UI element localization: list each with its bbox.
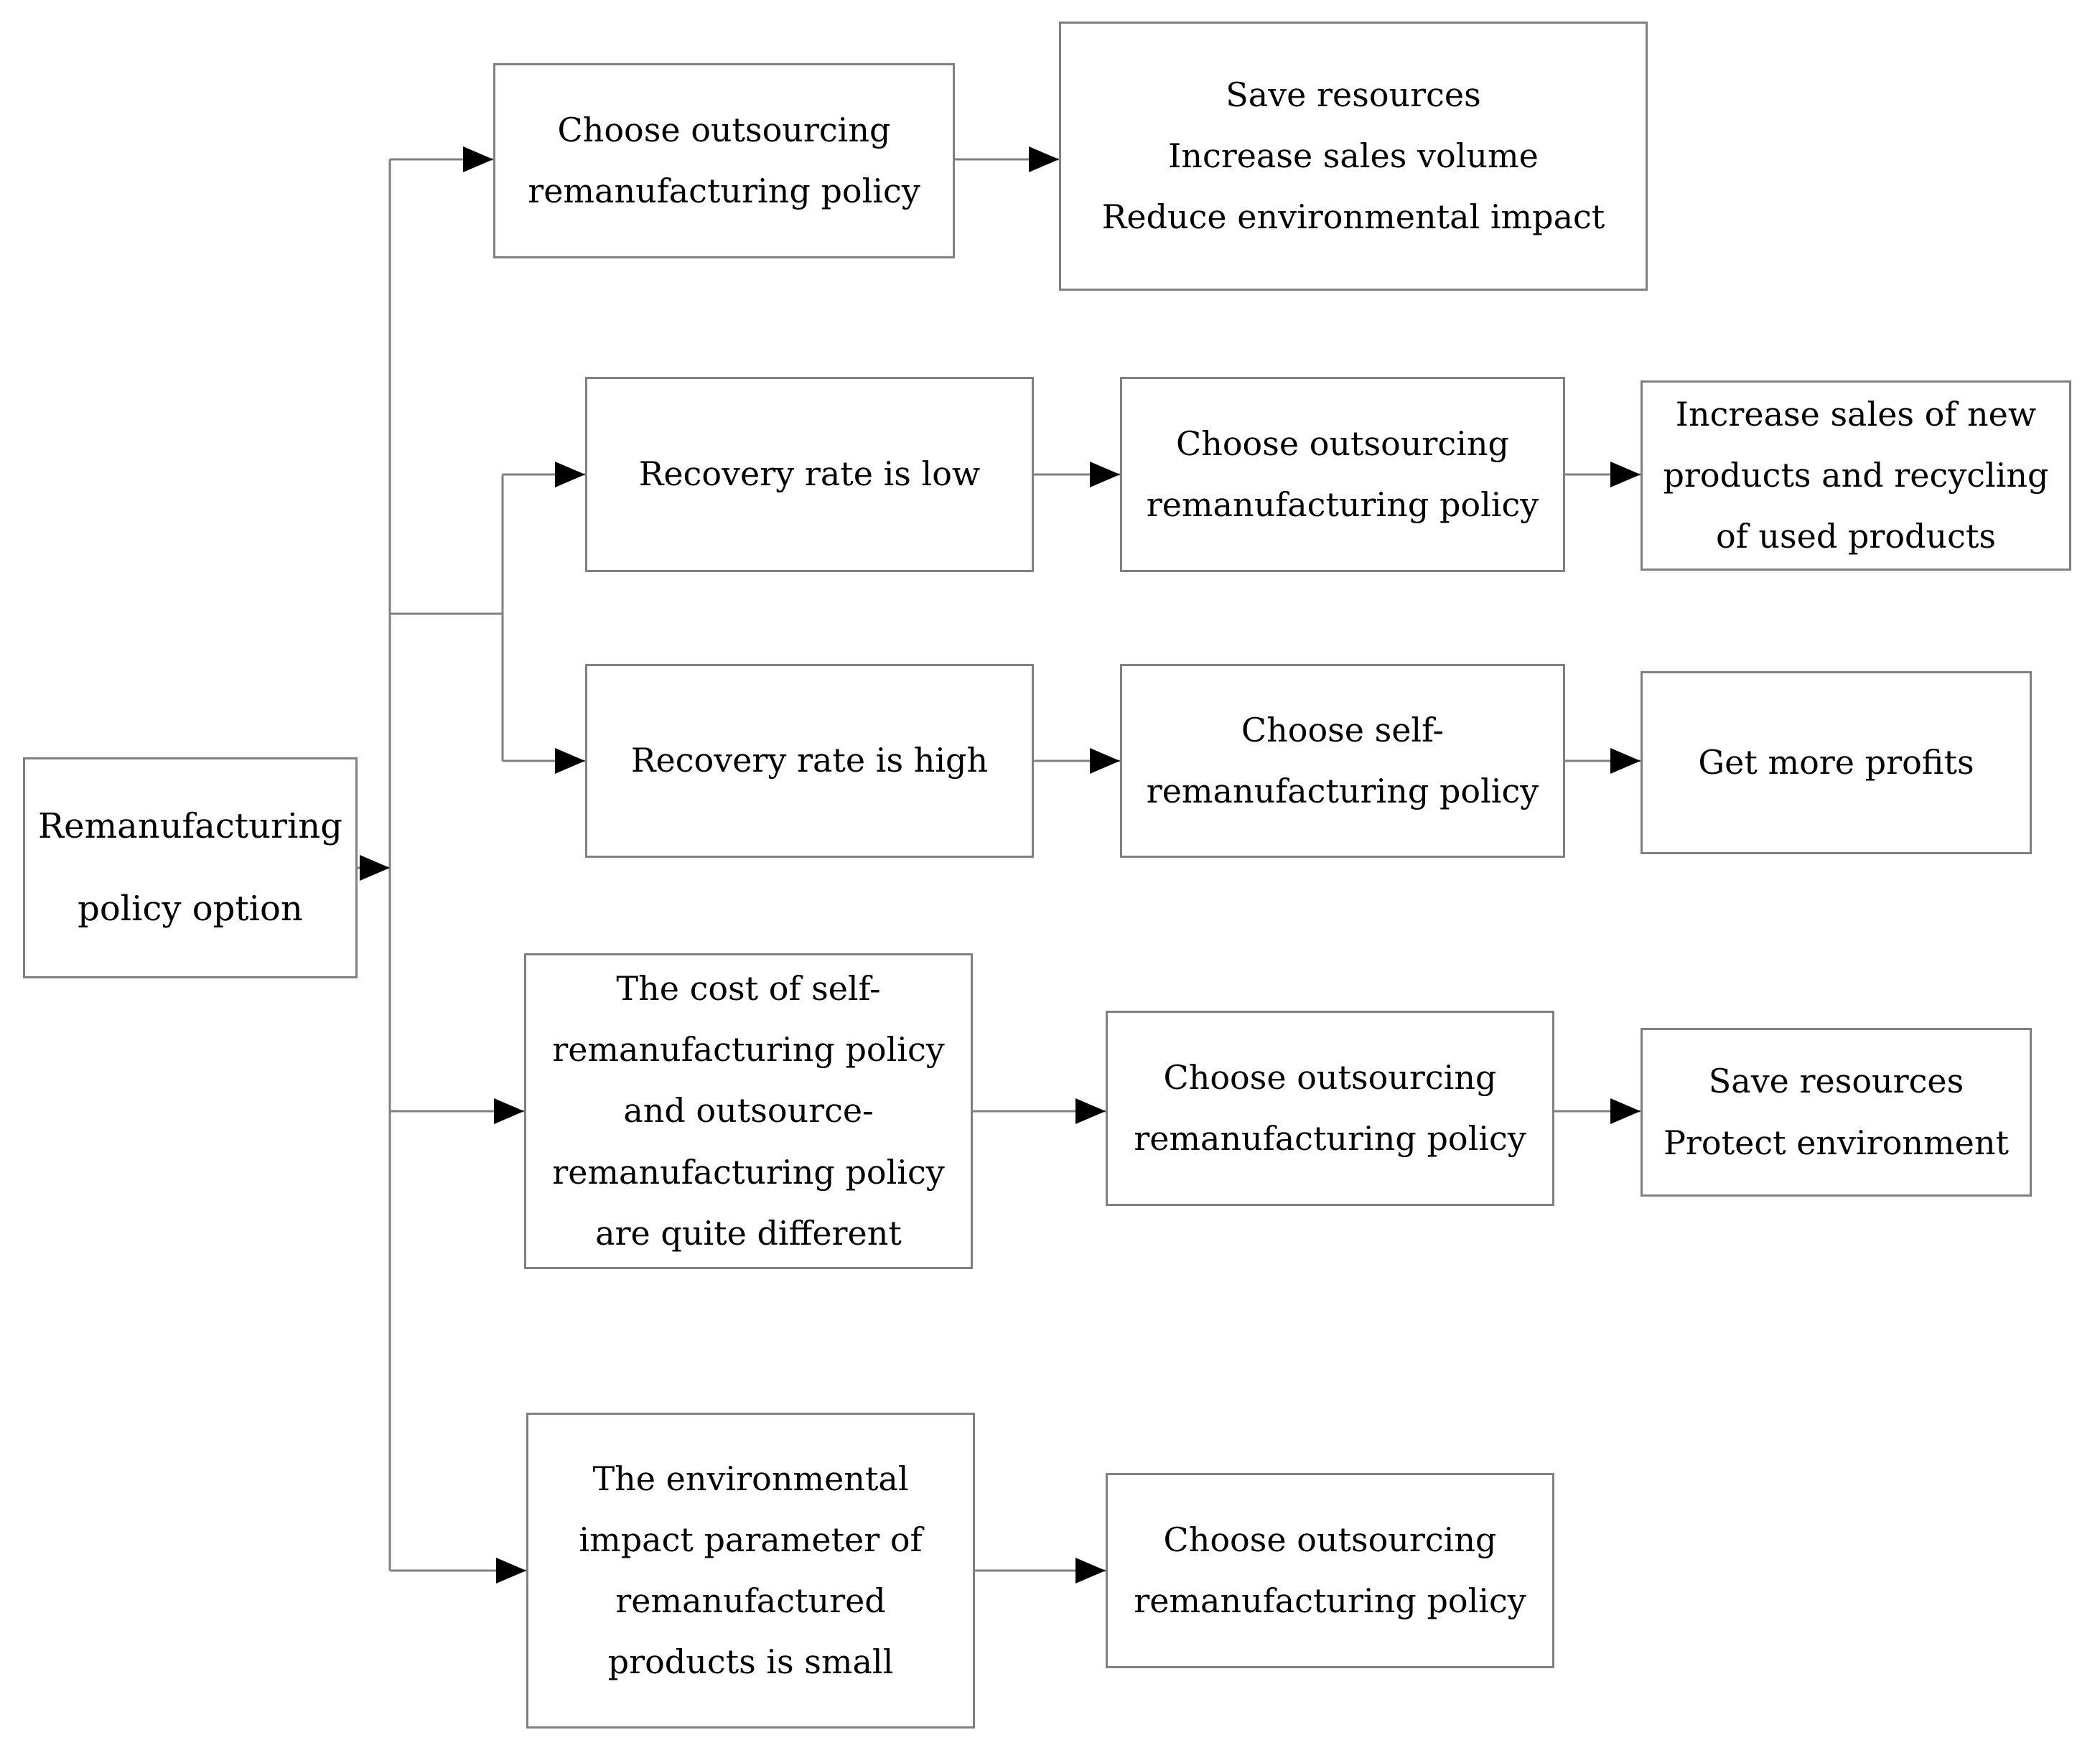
node-recovery-rate-low: Recovery rate is low [585,377,1034,572]
node-text-line: remanufactured [615,1581,886,1620]
node-outcome-save-protect: Save resources Protect environment [1641,1028,2032,1197]
node-text-line: Choose outsourcing [1176,424,1509,463]
node-text-line: The environmental [592,1459,909,1498]
node-text-line: remanufacturing policy [1146,485,1539,524]
node-choose-outsourcing-env: Choose outsourcing remanufacturing polic… [1106,1473,1554,1668]
node-text-line: Choose outsourcing [1163,1520,1497,1559]
node-cost-difference: The cost of self- remanufacturing policy… [524,953,973,1269]
node-outcome-get-more-profits: Get more profits [1641,671,2032,854]
node-text-line: Save resources [1226,75,1481,114]
node-choose-outsourcing-cost: Choose outsourcing remanufacturing polic… [1106,1011,1554,1206]
node-text-line: remanufacturing policy [1134,1581,1526,1620]
node-remanufacturing-policy-option: Remanufacturing policy option [23,757,358,978]
node-text-line: remanufacturing policy [528,172,920,210]
node-text-line: Remanufacturing [38,805,342,846]
node-text-line: policy option [78,889,303,929]
node-outcome-save-increase-reduce: Save resources Increase sales volume Red… [1059,22,1648,291]
node-text-line: Increase sales volume [1168,136,1539,175]
node-text-line: Reduce environmental impact [1101,197,1605,237]
node-choose-self-remanufacturing: Choose self- remanufacturing policy [1120,664,1565,858]
node-text-line: Choose self- [1241,710,1445,749]
node-text-line: of used products [1716,517,1996,556]
node-text-line: remanufacturing policy [1146,772,1539,810]
node-text-line: Recovery rate is low [638,454,981,494]
node-text-line: and outsource- [623,1091,874,1131]
node-outcome-increase-sales-recycling: Increase sales of new products and recyc… [1641,380,2071,571]
node-choose-outsourcing-low-recovery: Choose outsourcing remanufacturing polic… [1120,377,1565,572]
node-text-line: products is small [607,1642,894,1682]
node-text-line: remanufacturing policy [1134,1119,1526,1158]
node-text-line: remanufacturing policy [552,1030,945,1070]
node-text-line: Choose outsourcing [1163,1057,1497,1097]
node-text-line: Increase sales of new [1675,394,2037,434]
node-text-line: Protect environment [1663,1123,2010,1162]
trunk-line [388,159,504,1571]
node-text-line: Recovery rate is high [630,741,989,780]
node-text-line: Get more profits [1698,742,1974,782]
node-choose-outsourcing-top: Choose outsourcing remanufacturing polic… [493,63,955,258]
node-text-line: impact parameter of [579,1520,923,1559]
node-text-line: Choose outsourcing [557,110,891,149]
node-environmental-impact-small: The environmental impact parameter of re… [526,1413,975,1729]
node-text-line: remanufacturing policy [552,1152,945,1192]
node-text-line: Save resources [1708,1062,1964,1101]
node-text-line: are quite different [595,1213,902,1253]
node-text-line: products and recycling [1663,455,2049,495]
node-text-line: The cost of self- [616,969,881,1009]
node-recovery-rate-high: Recovery rate is high [585,664,1034,858]
